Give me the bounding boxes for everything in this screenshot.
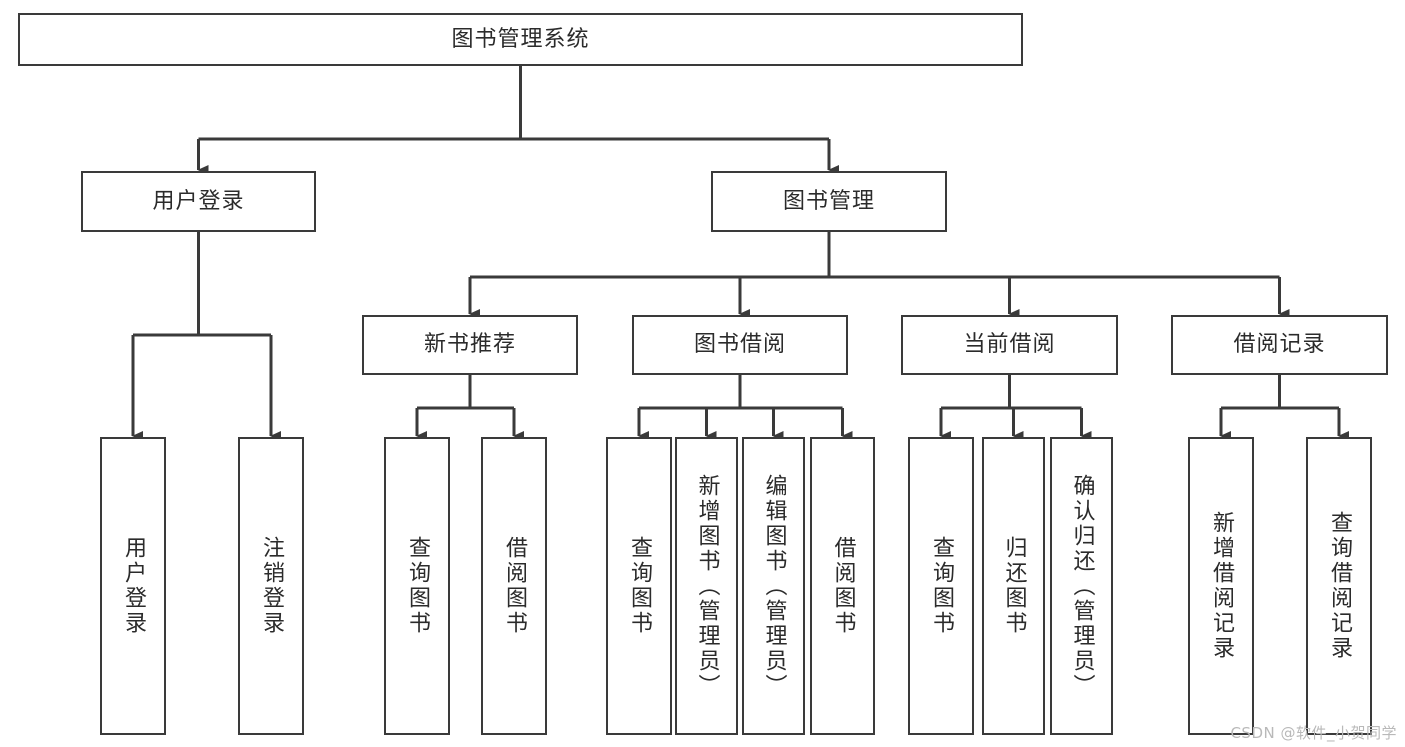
node-label: 编辑图书（管理员） <box>761 473 787 699</box>
node-label: 查询图书 <box>929 536 954 636</box>
node-newbook[interactable]: 新书推荐 <box>362 315 578 375</box>
node-label: 用户登录 <box>152 188 245 214</box>
node-records[interactable]: 借阅记录 <box>1171 315 1388 375</box>
node-label: 查询图书 <box>405 536 430 636</box>
node-l_bo_add[interactable]: 新增图书（管理员） <box>675 437 738 735</box>
node-login[interactable]: 用户登录 <box>81 171 316 232</box>
node-label: 新增图书（管理员） <box>694 473 720 699</box>
node-label: 图书管理 <box>782 188 875 214</box>
node-label: 归还图书 <box>1001 536 1027 636</box>
node-label: 图书借阅 <box>693 332 786 358</box>
node-label: 图书管理系统 <box>451 26 590 52</box>
node-l_cu_query[interactable]: 查询图书 <box>908 437 974 735</box>
node-l_cu_return[interactable]: 归还图书 <box>982 437 1045 735</box>
node-l_logout[interactable]: 注销登录 <box>238 437 304 735</box>
node-l_bo_edit[interactable]: 编辑图书（管理员） <box>742 437 805 735</box>
node-l_cu_confirm[interactable]: 确认归还（管理员） <box>1050 437 1113 735</box>
node-label: 借阅图书 <box>502 536 527 636</box>
node-label: 当前借阅 <box>963 332 1056 358</box>
node-borrow[interactable]: 图书借阅 <box>632 315 848 375</box>
node-root[interactable]: 图书管理系统 <box>18 13 1023 66</box>
node-label: 查询借阅记录 <box>1327 511 1352 661</box>
node-l_re_query[interactable]: 查询借阅记录 <box>1306 437 1372 735</box>
node-current[interactable]: 当前借阅 <box>901 315 1118 375</box>
node-l_nb_borrow[interactable]: 借阅图书 <box>481 437 547 735</box>
node-label: 用户登录 <box>121 536 146 636</box>
node-label: 确认归还（管理员） <box>1069 473 1095 699</box>
node-label: 查询图书 <box>627 536 652 636</box>
node-l_login[interactable]: 用户登录 <box>100 437 166 735</box>
node-bookmgmt[interactable]: 图书管理 <box>711 171 947 232</box>
node-label: 新书推荐 <box>423 332 516 358</box>
node-l_bo_query[interactable]: 查询图书 <box>606 437 672 735</box>
node-label: 借阅记录 <box>1233 332 1326 358</box>
node-l_nb_query[interactable]: 查询图书 <box>384 437 450 735</box>
node-l_re_add[interactable]: 新增借阅记录 <box>1188 437 1254 735</box>
node-label: 注销登录 <box>259 536 284 636</box>
node-label: 借阅图书 <box>830 536 856 636</box>
node-l_bo_borrow[interactable]: 借阅图书 <box>810 437 875 735</box>
node-label: 新增借阅记录 <box>1209 511 1234 661</box>
